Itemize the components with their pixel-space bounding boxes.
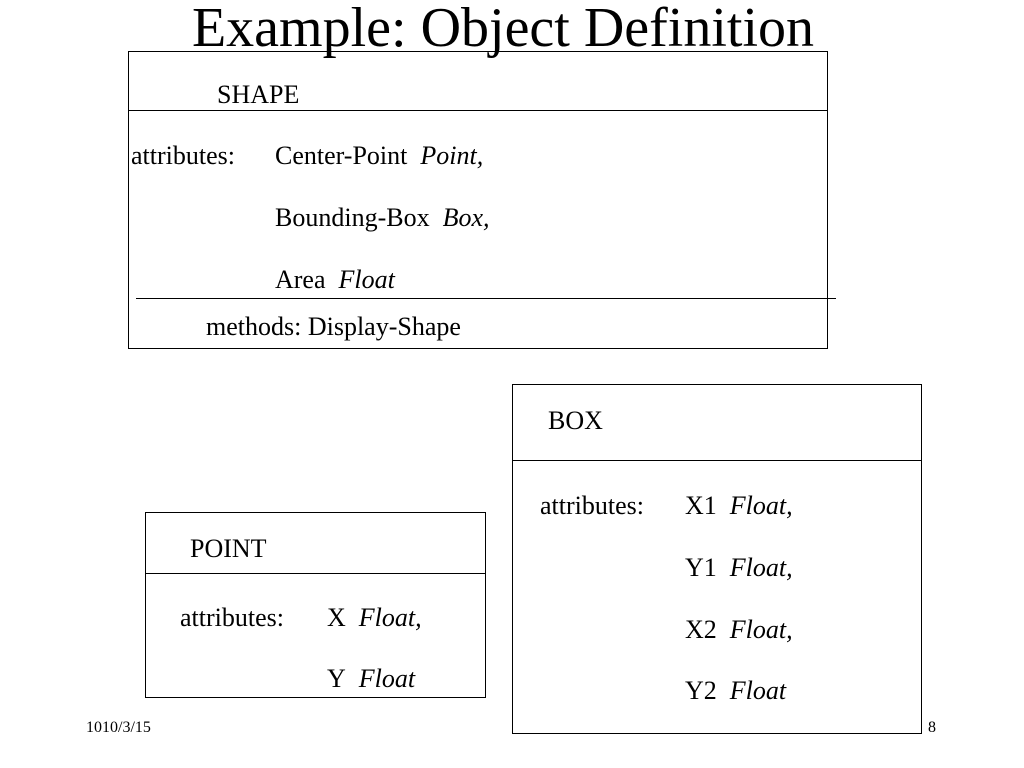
- attribute-type: Float: [358, 664, 416, 693]
- method-name: Display-Shape: [307, 312, 461, 341]
- shape-class-box: [128, 51, 828, 349]
- attribute-type: Float: [729, 676, 787, 705]
- attribute-name: Y1: [685, 553, 717, 582]
- shape-attribute-area: Area Float: [275, 265, 395, 295]
- attribute-name: Bounding-Box: [275, 203, 430, 232]
- methods-label: methods:: [206, 312, 302, 341]
- point-class-box: [145, 512, 486, 698]
- attribute-name: X1: [685, 491, 717, 520]
- point-attribute-y: Y Float: [327, 664, 415, 694]
- shape-attributes-label: attributes:: [131, 141, 235, 170]
- box-class-name: BOX: [548, 406, 603, 435]
- footer-date: 1010/3/15: [86, 719, 151, 736]
- attribute-type: Float,: [729, 491, 793, 520]
- point-attribute-x: X Float,: [327, 603, 422, 633]
- box-attribute-x1: X1 Float,: [685, 491, 793, 521]
- point-attributes-label: attributes:: [180, 603, 284, 632]
- point-header-divider: [145, 573, 486, 574]
- box-header-divider: [512, 460, 922, 461]
- attribute-name: X2: [685, 615, 717, 644]
- attribute-name: Area: [275, 265, 326, 294]
- box-attribute-y2: Y2 Float: [685, 676, 786, 706]
- attribute-type: Float,: [729, 615, 793, 644]
- shape-attribute-center-point: Center-Point Point,: [275, 141, 483, 171]
- box-class-box: [512, 384, 922, 734]
- shape-methods-divider: [136, 298, 836, 299]
- attribute-type: Float: [338, 265, 395, 294]
- shape-methods: methods: Display-Shape: [206, 312, 461, 342]
- shape-header-divider: [128, 110, 828, 111]
- point-class-name: POINT: [190, 534, 267, 563]
- slide-title: Example: Object Definition: [191, 0, 815, 59]
- attribute-type: Point,: [420, 141, 484, 170]
- shape-attribute-bounding-box: Bounding-Box Box,: [275, 203, 490, 233]
- box-attribute-y1: Y1 Float,: [685, 553, 793, 583]
- shape-class-name: SHAPE: [217, 80, 300, 109]
- box-attributes-label: attributes:: [540, 491, 644, 520]
- attribute-name: Y: [327, 664, 346, 693]
- box-attribute-x2: X2 Float,: [685, 615, 793, 645]
- attribute-name: Center-Point: [275, 141, 408, 170]
- attribute-type: Float,: [729, 553, 793, 582]
- attribute-name: X: [327, 603, 346, 632]
- attribute-name: Y2: [685, 676, 717, 705]
- page-number: 8: [928, 719, 936, 736]
- attribute-type: Float,: [358, 603, 422, 632]
- attribute-type: Box,: [442, 203, 490, 232]
